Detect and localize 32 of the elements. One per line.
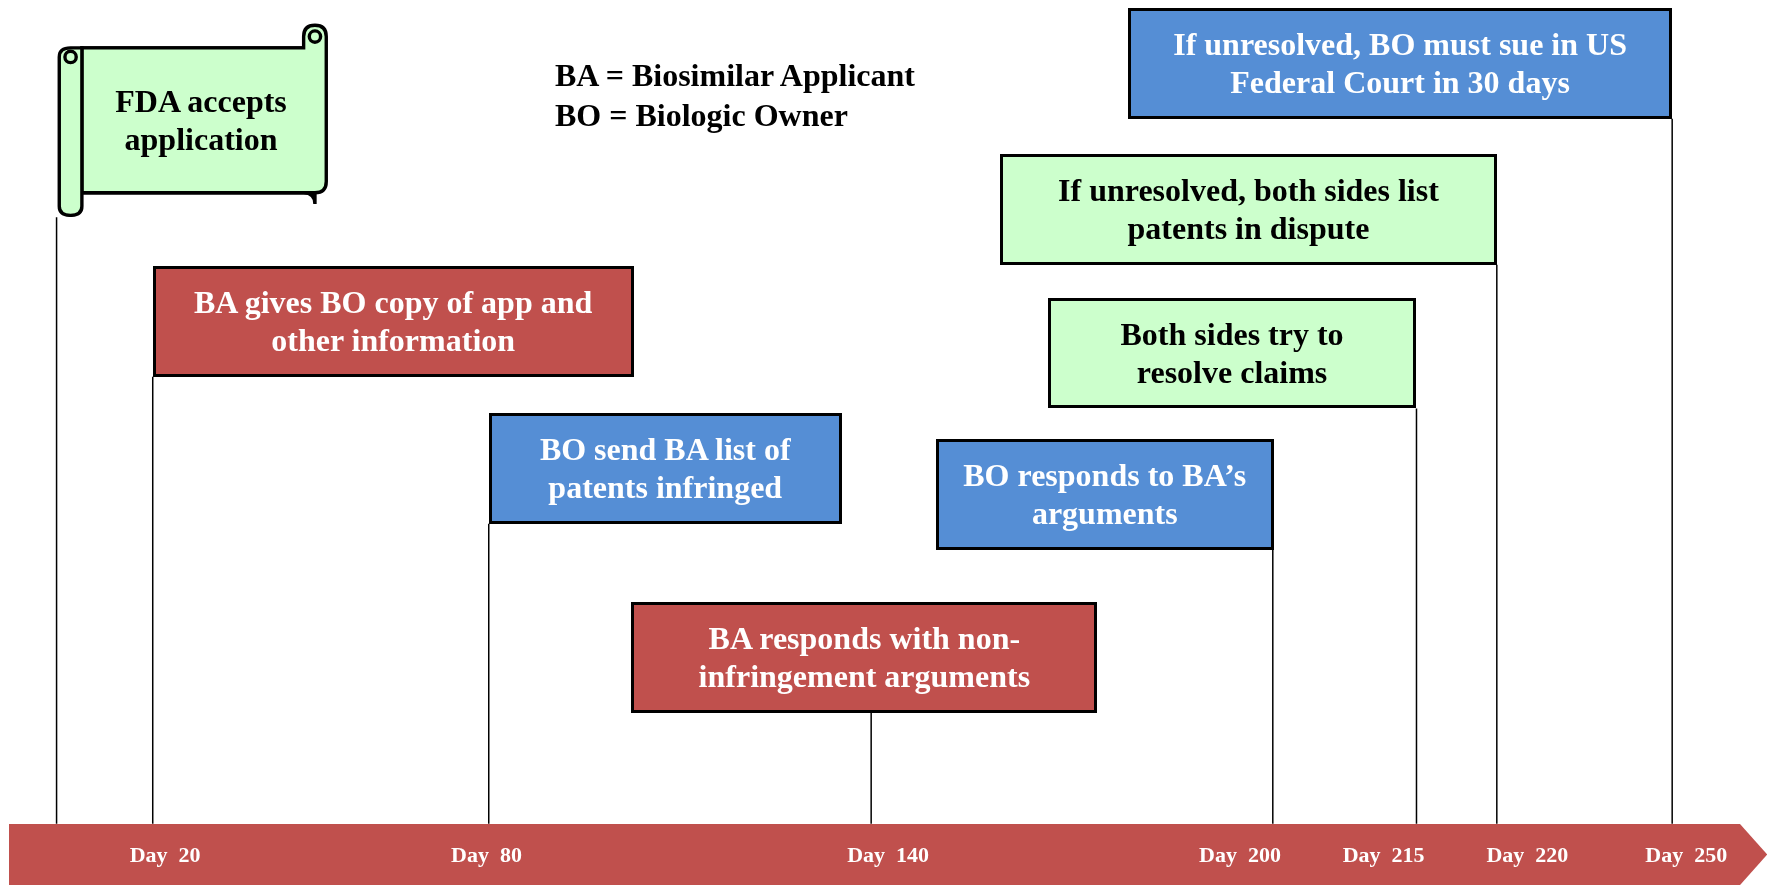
node-text: If unresolved, BO must sue in US Federal Court in 30 days <box>1172 24 1628 102</box>
node-text: BO responds to BA’s arguments <box>962 456 1247 533</box>
day-label: Day 140 <box>847 840 930 869</box>
timeline-connector <box>1496 264 1498 825</box>
timeline-connector <box>1671 118 1673 825</box>
timeline-connector <box>55 216 58 825</box>
timeline-connector <box>1272 549 1274 825</box>
node-text: BO send BA list of patents infringed <box>538 430 792 507</box>
node-text: BA responds with non-infringement arguments <box>697 618 1032 696</box>
day-label: Day 215 <box>1342 840 1425 869</box>
timeline-connector <box>1415 407 1418 825</box>
node-text: Both sides try to resolve claims <box>1119 314 1345 392</box>
event-box <box>631 601 1098 713</box>
day-label: Day 80 <box>451 840 522 869</box>
day-label: Day 200 <box>1199 840 1281 869</box>
abbreviation-note: BA = Biosimilar Applicant <box>555 56 915 95</box>
node-text: FDA accepts application <box>114 81 288 159</box>
event-box <box>152 265 634 377</box>
node-text: BA gives BO copy of app and other information <box>193 282 594 360</box>
day-label: Day 20 <box>129 840 201 869</box>
event-box <box>1047 297 1417 409</box>
event-box <box>1127 7 1673 119</box>
day-label: Day 250 <box>1645 840 1728 869</box>
node-text: If unresolved, both sides list patents in dispute <box>1057 170 1440 248</box>
event-box <box>1000 153 1497 265</box>
event-box <box>935 438 1274 550</box>
abbreviation-note: BO = Biologic Owner <box>555 96 849 135</box>
timeline-connector <box>870 712 872 825</box>
timeline-connector <box>152 376 154 825</box>
event-box <box>488 412 842 524</box>
day-label: Day 220 <box>1486 840 1569 869</box>
timeline-connector <box>488 523 490 825</box>
